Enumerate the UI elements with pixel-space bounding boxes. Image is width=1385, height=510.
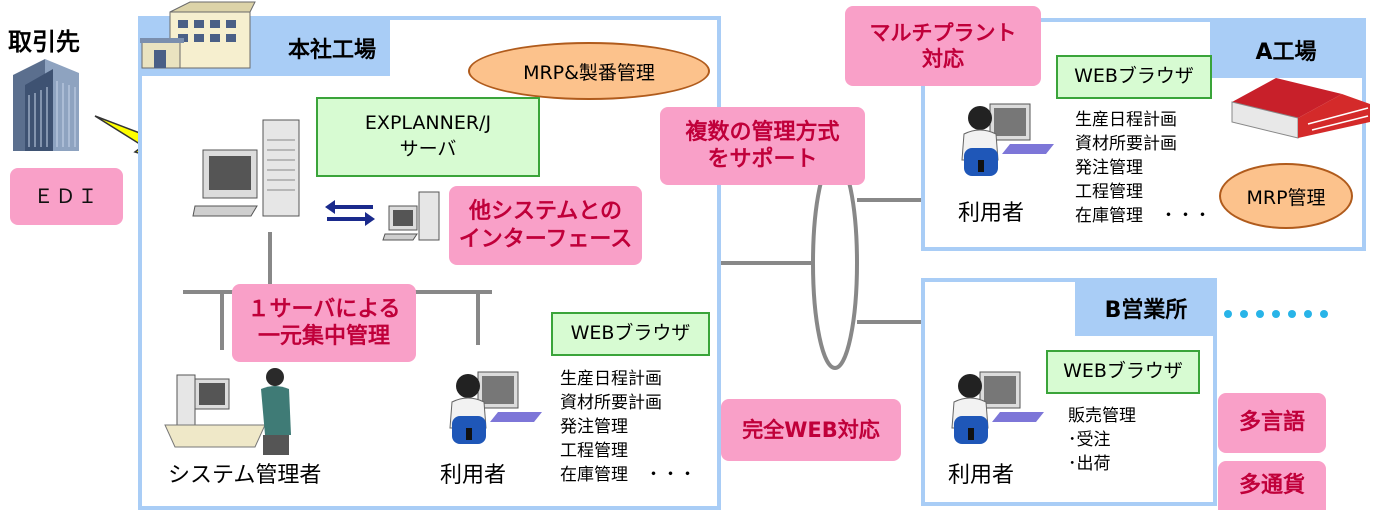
continuation-dots bbox=[1224, 310, 1328, 318]
hq-mrp-oval: MRP&製番管理 bbox=[468, 42, 710, 100]
list-item: 発注管理 bbox=[1075, 158, 1143, 178]
plant-a-user-label: 利用者 bbox=[958, 201, 1025, 226]
plant-a-web-browser-box: WEBブラウザ bbox=[1056, 55, 1212, 99]
office-b-user-label: 利用者 bbox=[948, 463, 1015, 488]
office-b-web-browser-box: WEBブラウザ bbox=[1046, 350, 1200, 394]
plant-a-mrp-oval: MRP管理 bbox=[1219, 163, 1353, 229]
list-item: 発注管理 bbox=[560, 417, 628, 437]
list-item: 生産日程計画 bbox=[1075, 110, 1177, 130]
list-item: ･出荷 bbox=[1068, 454, 1111, 474]
multiple-methods-badge: 複数の管理方式をサポート bbox=[660, 107, 865, 185]
multiplant-line-2: 対応 bbox=[922, 47, 964, 71]
multi-line-1: 複数の管理方式 bbox=[685, 119, 840, 145]
list-item: 工程管理 bbox=[1075, 182, 1143, 202]
edi-badge: ＥＤＩ bbox=[10, 168, 123, 225]
list-item: 販売管理 bbox=[1068, 406, 1136, 426]
hq-user-icon bbox=[449, 371, 542, 444]
list-item: 在庫管理 ・・・ bbox=[560, 465, 696, 485]
list-item: 資材所要計画 bbox=[560, 393, 662, 413]
admin-label: システム管理者 bbox=[168, 463, 322, 488]
central-management-badge: １サーバによる一元集中管理 bbox=[232, 284, 416, 362]
hq-function-list: 生産日程計画 資材所要計画 発注管理 工程管理 在庫管理 ・・・ bbox=[560, 367, 696, 487]
office-b-user-icon bbox=[951, 371, 1044, 444]
server-role: サーバ bbox=[399, 138, 457, 160]
list-item: 工程管理 bbox=[560, 441, 628, 461]
server-computer-icon bbox=[192, 119, 300, 217]
office-b-title: B営業所 bbox=[1075, 280, 1217, 336]
factory-icon bbox=[1231, 78, 1370, 139]
server-label-box: EXPLANNER/J サーバ bbox=[316, 97, 540, 177]
office-b-function-list: 販売管理 ･受注 ･出荷 bbox=[1068, 404, 1136, 476]
list-item: 生産日程計画 bbox=[560, 369, 662, 389]
hq-building-icon bbox=[140, 1, 256, 69]
interface-line-2: インターフェース bbox=[458, 226, 633, 252]
list-item: 資材所要計画 bbox=[1075, 134, 1177, 154]
list-item: 在庫管理 ・・・ bbox=[1075, 206, 1211, 226]
multiplant-badge: マルチプラント対応 bbox=[845, 6, 1041, 86]
multilingual-badge: 多言語 bbox=[1218, 393, 1326, 453]
exchange-arrows-icon bbox=[325, 200, 375, 226]
list-item: ･受注 bbox=[1068, 430, 1111, 450]
admin-workstation-icon bbox=[164, 368, 291, 455]
multi-line-2: をサポート bbox=[707, 147, 818, 172]
server-name: EXPLANNER/J bbox=[364, 112, 492, 135]
interface-badge: 他システムとのインターフェース bbox=[449, 186, 642, 265]
external-system-pc-icon bbox=[382, 191, 440, 241]
plant-a-function-list: 生産日程計画 資材所要計画 発注管理 工程管理 在庫管理 ・・・ bbox=[1075, 108, 1211, 228]
hq-user-label: 利用者 bbox=[440, 463, 507, 488]
central-line-2: 一元集中管理 bbox=[257, 324, 390, 349]
central-line-1: １サーバによる bbox=[247, 296, 401, 322]
full-web-badge: 完全WEB対応 bbox=[721, 399, 901, 461]
plant-a-title: A工場 bbox=[1210, 22, 1362, 78]
partner-label: 取引先 bbox=[8, 28, 80, 56]
partner-building-icon bbox=[13, 59, 79, 151]
plant-a-user-icon bbox=[961, 103, 1054, 176]
multiplant-line-1: マルチプラント bbox=[869, 20, 1017, 45]
hq-web-browser-box: WEBブラウザ bbox=[551, 312, 710, 356]
multicurrency-badge: 多通貨 bbox=[1218, 461, 1326, 510]
interface-line-1: 他システムとの bbox=[468, 199, 623, 224]
